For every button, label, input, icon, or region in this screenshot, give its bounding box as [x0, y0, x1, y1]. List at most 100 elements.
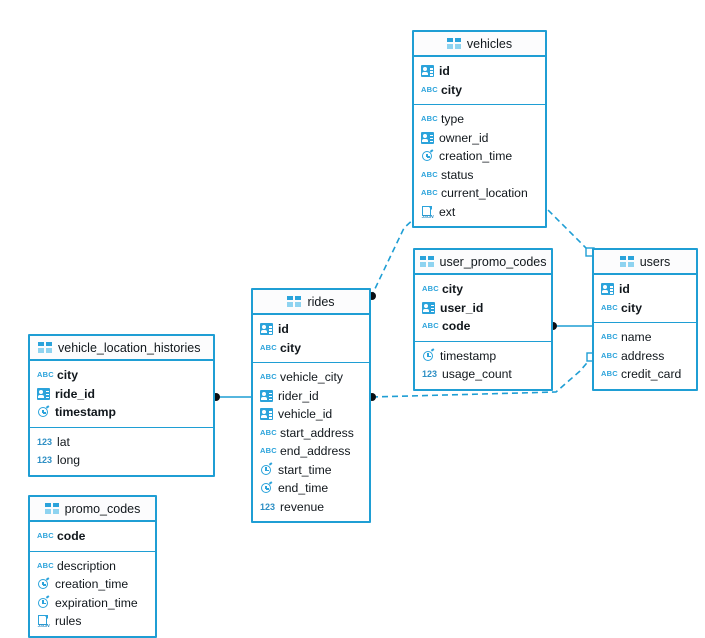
json-type-icon: JSON	[421, 205, 434, 219]
column-name: credit_card	[621, 367, 682, 381]
table-header-rides[interactable]: rides	[253, 290, 369, 315]
column-row[interactable]: rider_id	[253, 387, 369, 406]
column-row[interactable]: expiration_time	[30, 594, 155, 613]
timestamp-type-icon	[422, 348, 435, 362]
column-row[interactable]: start_time	[253, 461, 369, 480]
primary-key-row[interactable]: id	[253, 320, 369, 339]
column-name: type	[441, 112, 465, 126]
table-header-user_promo_codes[interactable]: user_promo_codes	[415, 250, 551, 275]
id-type-icon	[422, 301, 435, 314]
column-name: city	[441, 82, 463, 97]
column-row[interactable]: owner_id	[414, 129, 545, 148]
table-title: vehicle_location_histories	[58, 340, 201, 355]
primary-key-row[interactable]: ride_id	[30, 385, 213, 404]
timestamp-type-icon	[37, 577, 50, 591]
column-name: description	[57, 558, 116, 573]
id-type-icon	[260, 323, 273, 336]
column-name: rider_id	[278, 388, 319, 403]
column-row[interactable]: creation_time	[414, 147, 545, 166]
table-header-promo_codes[interactable]: promo_codes	[30, 497, 155, 522]
column-row[interactable]: end_time	[253, 479, 369, 498]
string-type-icon: ABC	[601, 302, 618, 312]
column-name: end_time	[278, 481, 329, 495]
primary-key-row[interactable]: id	[594, 280, 696, 299]
column-name: expiration_time	[55, 595, 138, 610]
string-type-icon: ABC	[421, 188, 438, 198]
id-type-icon	[421, 131, 434, 144]
json-type-icon: JSON	[37, 615, 50, 628]
column-row[interactable]: creation_time	[30, 575, 155, 594]
table-icon	[419, 256, 434, 267]
column-name: id	[619, 282, 630, 296]
string-type-icon: ABC	[421, 169, 438, 179]
table-header-vehicles[interactable]: vehicles	[414, 32, 545, 57]
table-title: vehicles	[466, 36, 513, 51]
column-name: start_address	[280, 425, 354, 440]
relationship-vehicle-location-histories-to-rides[interactable]	[212, 393, 251, 401]
primary-key-row[interactable]: id	[414, 62, 545, 81]
column-name: long	[57, 453, 81, 467]
column-row[interactable]: vehicle_id	[253, 405, 369, 424]
string-type-icon: ABC	[422, 321, 439, 331]
table-header-vehicle_location_histories[interactable]: vehicle_location_histories	[30, 336, 213, 361]
primary-key-row[interactable]: timestamp	[30, 403, 213, 422]
column-name: creation_time	[55, 577, 129, 591]
column-name: start_time	[278, 462, 332, 477]
column-name: id	[439, 64, 450, 78]
string-type-icon: ABC	[422, 284, 439, 294]
string-type-icon: ABC	[260, 372, 277, 382]
relationship-user-promo-codes-to-users[interactable]	[549, 322, 592, 330]
string-type-icon: ABC	[260, 342, 277, 352]
column-name: timestamp	[55, 405, 116, 419]
column-name: ride_id	[55, 386, 95, 401]
table-header-users[interactable]: users	[594, 250, 696, 275]
timestamp-type-icon	[37, 595, 50, 609]
timestamp-type-icon	[421, 149, 434, 163]
primary-key-row[interactable]: user_id	[415, 299, 551, 318]
id-type-icon	[421, 65, 434, 78]
column-name: lat	[57, 434, 70, 449]
column-name: name	[621, 330, 652, 344]
column-row[interactable]: timestamp	[415, 347, 551, 366]
column-name: creation_time	[439, 149, 513, 163]
number-type-icon: 123	[37, 455, 53, 466]
id-type-icon	[260, 389, 273, 402]
column-row[interactable]: 123 long	[30, 451, 213, 470]
column-name: current_location	[441, 186, 528, 200]
column-name: address	[621, 348, 665, 363]
